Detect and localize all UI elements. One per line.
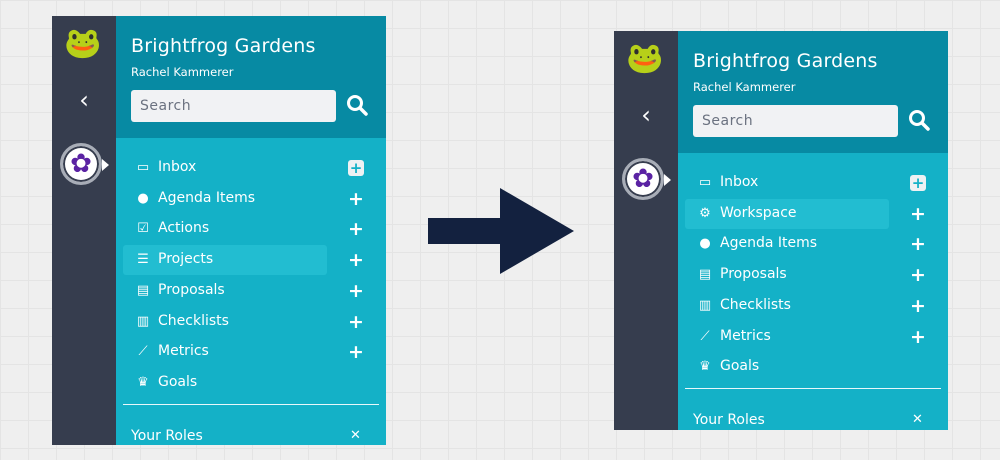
tasks-list-icon: ☰ (137, 252, 149, 268)
nav-item-proposals[interactable]: ▤ Proposals (123, 276, 327, 306)
nav-item-label: Metrics (720, 327, 771, 344)
add-proposals-button[interactable]: + (348, 279, 364, 302)
add-inbox-button[interactable]: + (348, 159, 364, 177)
nav-item-inbox[interactable]: ▭ Inbox (123, 153, 327, 183)
add-workspace-button[interactable]: + (910, 202, 926, 225)
nav-item-label: Goals (720, 358, 760, 375)
your-roles-toggle[interactable]: Your Roles (693, 411, 765, 428)
search-input[interactable] (693, 105, 898, 137)
nav-item-metrics[interactable]: ⟋ Metrics (685, 322, 889, 352)
divider (685, 387, 941, 389)
chevron-down-icon[interactable]: ✕ (912, 411, 923, 427)
chevron-left-icon[interactable]: ‹ (79, 86, 89, 114)
add-inbox-button[interactable]: + (910, 174, 926, 192)
add-checklists-button[interactable]: + (910, 294, 926, 317)
clock-icon: ● (137, 190, 149, 206)
nav-item-label: Checklists (158, 312, 229, 329)
nav-item-label: Inbox (158, 159, 197, 175)
cogs-icon: ⚙ (699, 205, 711, 221)
nav-item-label: Proposals (720, 266, 787, 283)
nav-item-label: Actions (158, 220, 210, 237)
nav-item-actions[interactable]: ☑ Actions (123, 214, 327, 244)
frog-logo-icon: 🐸 (64, 26, 102, 61)
search-input[interactable] (131, 90, 336, 122)
add-agenda-items-button[interactable]: + (910, 233, 926, 256)
add-metrics-button[interactable]: + (910, 325, 926, 348)
nav-item-label: Workspace (720, 204, 797, 221)
nav-item-label: Agenda Items (720, 235, 818, 252)
nav-item-label: Goals (158, 373, 198, 390)
user-name: Rachel Kammerer (131, 65, 234, 79)
clipboard-icon: ▥ (136, 313, 150, 329)
nav-item-projects[interactable]: ☰ Projects (123, 245, 327, 276)
nav-item-label: Agenda Items (158, 189, 256, 206)
nav-item-metrics[interactable]: ⟋ Metrics (123, 337, 327, 367)
line-chart-icon: ⟋ (700, 328, 710, 344)
org-title: Brightfrog Gardens (131, 35, 316, 57)
nav-item-proposals[interactable]: ▤ Proposals (685, 260, 889, 290)
frog-logo-icon: 🐸 (626, 41, 664, 76)
your-roles-toggle[interactable]: Your Roles (131, 427, 203, 444)
nav-item-goals[interactable]: ♛ Goals (685, 352, 889, 382)
nav-item-label: Inbox (720, 174, 759, 190)
nav-item-label: Metrics (158, 343, 209, 360)
arrow-right-icon (428, 188, 574, 274)
nav-item-goals[interactable]: ♛ Goals (123, 368, 327, 398)
nav-item-checklists[interactable]: ▥ Checklists (123, 307, 327, 337)
add-metrics-button[interactable]: + (348, 341, 364, 364)
clipboard-icon: ▥ (698, 297, 712, 313)
scroll-icon: ▤ (136, 282, 150, 298)
nav-item-checklists[interactable]: ▥ Checklists (685, 291, 889, 321)
nav-rail: 🐸 ‹ ✿ (52, 16, 116, 445)
divider (123, 403, 379, 405)
add-actions-button[interactable]: + (348, 218, 364, 241)
nav-item-inbox[interactable]: ▭ Inbox (685, 168, 889, 198)
nav-item-label: Checklists (720, 296, 791, 313)
trophy-icon: ♛ (699, 359, 711, 375)
trophy-icon: ♛ (137, 374, 149, 390)
user-name: Rachel Kammerer (693, 80, 796, 94)
line-chart-icon: ⟋ (138, 344, 148, 360)
add-checklists-button[interactable]: + (348, 310, 364, 333)
clock-icon: ● (699, 236, 711, 252)
inbox-icon: ▭ (698, 175, 712, 190)
nav-rail: 🐸 ‹ ✿ (614, 31, 678, 430)
nav-item-agenda-items[interactable]: ● Agenda Items (123, 184, 327, 214)
nav-item-agenda-items[interactable]: ● Agenda Items (685, 229, 889, 259)
search-icon[interactable] (346, 94, 370, 118)
search-icon[interactable] (908, 109, 932, 133)
add-proposals-button[interactable]: + (910, 264, 926, 287)
org-title: Brightfrog Gardens (693, 50, 878, 72)
checkbox-icon: ☑ (137, 221, 149, 237)
scroll-icon: ▤ (698, 267, 712, 283)
add-agenda-items-button[interactable]: + (348, 187, 364, 210)
chevron-down-icon[interactable]: ✕ (350, 427, 361, 443)
avatar[interactable]: ✿ (60, 143, 109, 185)
chevron-left-icon[interactable]: ‹ (641, 101, 651, 129)
nav-item-label: Projects (158, 251, 214, 268)
nav-item-workspace[interactable]: ⚙ Workspace (685, 198, 889, 229)
add-projects-button[interactable]: + (348, 249, 364, 272)
inbox-icon: ▭ (136, 160, 150, 175)
nav-item-label: Proposals (158, 281, 225, 298)
avatar[interactable]: ✿ (622, 158, 671, 200)
